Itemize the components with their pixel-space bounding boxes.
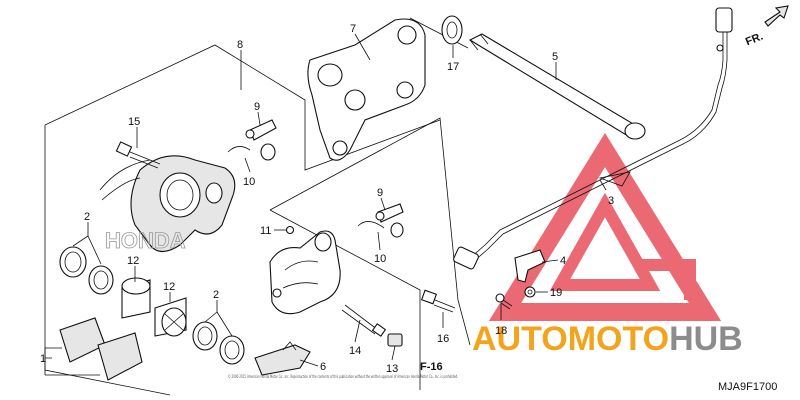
callout-9-top: 9	[254, 101, 260, 113]
caliper-hanger-7	[307, 18, 426, 161]
callout-1: 1	[40, 353, 46, 365]
bleeder-9-top	[245, 119, 277, 141]
watermark-text-hub: HUB	[669, 320, 743, 358]
diagram-code: MJA9F1700	[718, 381, 777, 393]
plug-13	[387, 333, 403, 347]
cap-10-top	[227, 143, 276, 161]
cap-10-right	[357, 221, 404, 238]
nut-11	[285, 225, 295, 235]
seals-2-right	[192, 321, 245, 365]
brake-caliper	[269, 230, 341, 315]
piston-12-a	[121, 277, 151, 319]
watermark-logo: AUTOMOTOHUB	[472, 132, 743, 358]
bolt-15	[115, 141, 161, 169]
callout-2-right: 2	[213, 289, 219, 301]
callout-5: 5	[552, 51, 558, 63]
bolt-16	[420, 289, 456, 313]
arrow-icon	[764, 5, 789, 27]
callout-4: 4	[560, 255, 566, 267]
callout-12-b: 12	[163, 281, 175, 293]
callout-3: 3	[608, 195, 614, 207]
brake-pads-1	[59, 317, 143, 381]
callout-10-right: 10	[374, 253, 386, 265]
callout-19: 19	[550, 287, 562, 299]
front-direction-arrow: FR.	[744, 5, 789, 48]
direction-label: FR.	[744, 30, 765, 48]
watermark-triangle-icon	[488, 132, 722, 321]
leader-lines	[44, 33, 607, 376]
caliper-bracket: HONDA	[99, 155, 236, 253]
callout-8: 8	[237, 39, 243, 51]
speed-sensor-harness-3	[453, 7, 733, 270]
bolt-18	[495, 293, 513, 310]
callout-16: 16	[437, 333, 449, 345]
pin-14	[341, 304, 387, 337]
bleeder-9-right	[375, 203, 404, 223]
callout-18: 18	[495, 325, 507, 337]
pad-spring-6	[254, 341, 311, 376]
callout-6: 6	[320, 361, 326, 373]
honda-brand-mark: HONDA	[105, 228, 186, 253]
reference-label: F-16	[420, 361, 443, 373]
callout-14: 14	[349, 345, 361, 357]
watermark-text-automoto: AUTOMOTO	[472, 320, 669, 358]
piston-12-b	[154, 297, 187, 337]
callout-13: 13	[386, 363, 398, 375]
callout-2-left: 2	[84, 211, 90, 223]
axle-5	[468, 33, 646, 140]
clamp-4	[514, 249, 546, 283]
callout-7: 7	[350, 23, 356, 35]
callout-10-top: 10	[243, 176, 255, 188]
copyright-notice: © 2000-2015 American Honda Motor Co., In…	[228, 373, 458, 380]
collar-17	[441, 15, 463, 45]
callout-labels: 7 8 9 10 15 2 12 12 2 1 11 9 10 6 14 13 …	[40, 23, 614, 375]
callout-17: 17	[447, 61, 459, 73]
seals-2-left	[59, 246, 114, 295]
callout-15: 15	[128, 116, 140, 128]
callout-11: 11	[260, 225, 271, 237]
bolt-19	[524, 286, 536, 298]
callout-12-a: 12	[127, 255, 139, 267]
svg-text:AUTOMOTOHUB: AUTOMOTOHUB	[472, 320, 743, 358]
callout-9-right: 9	[377, 187, 383, 199]
